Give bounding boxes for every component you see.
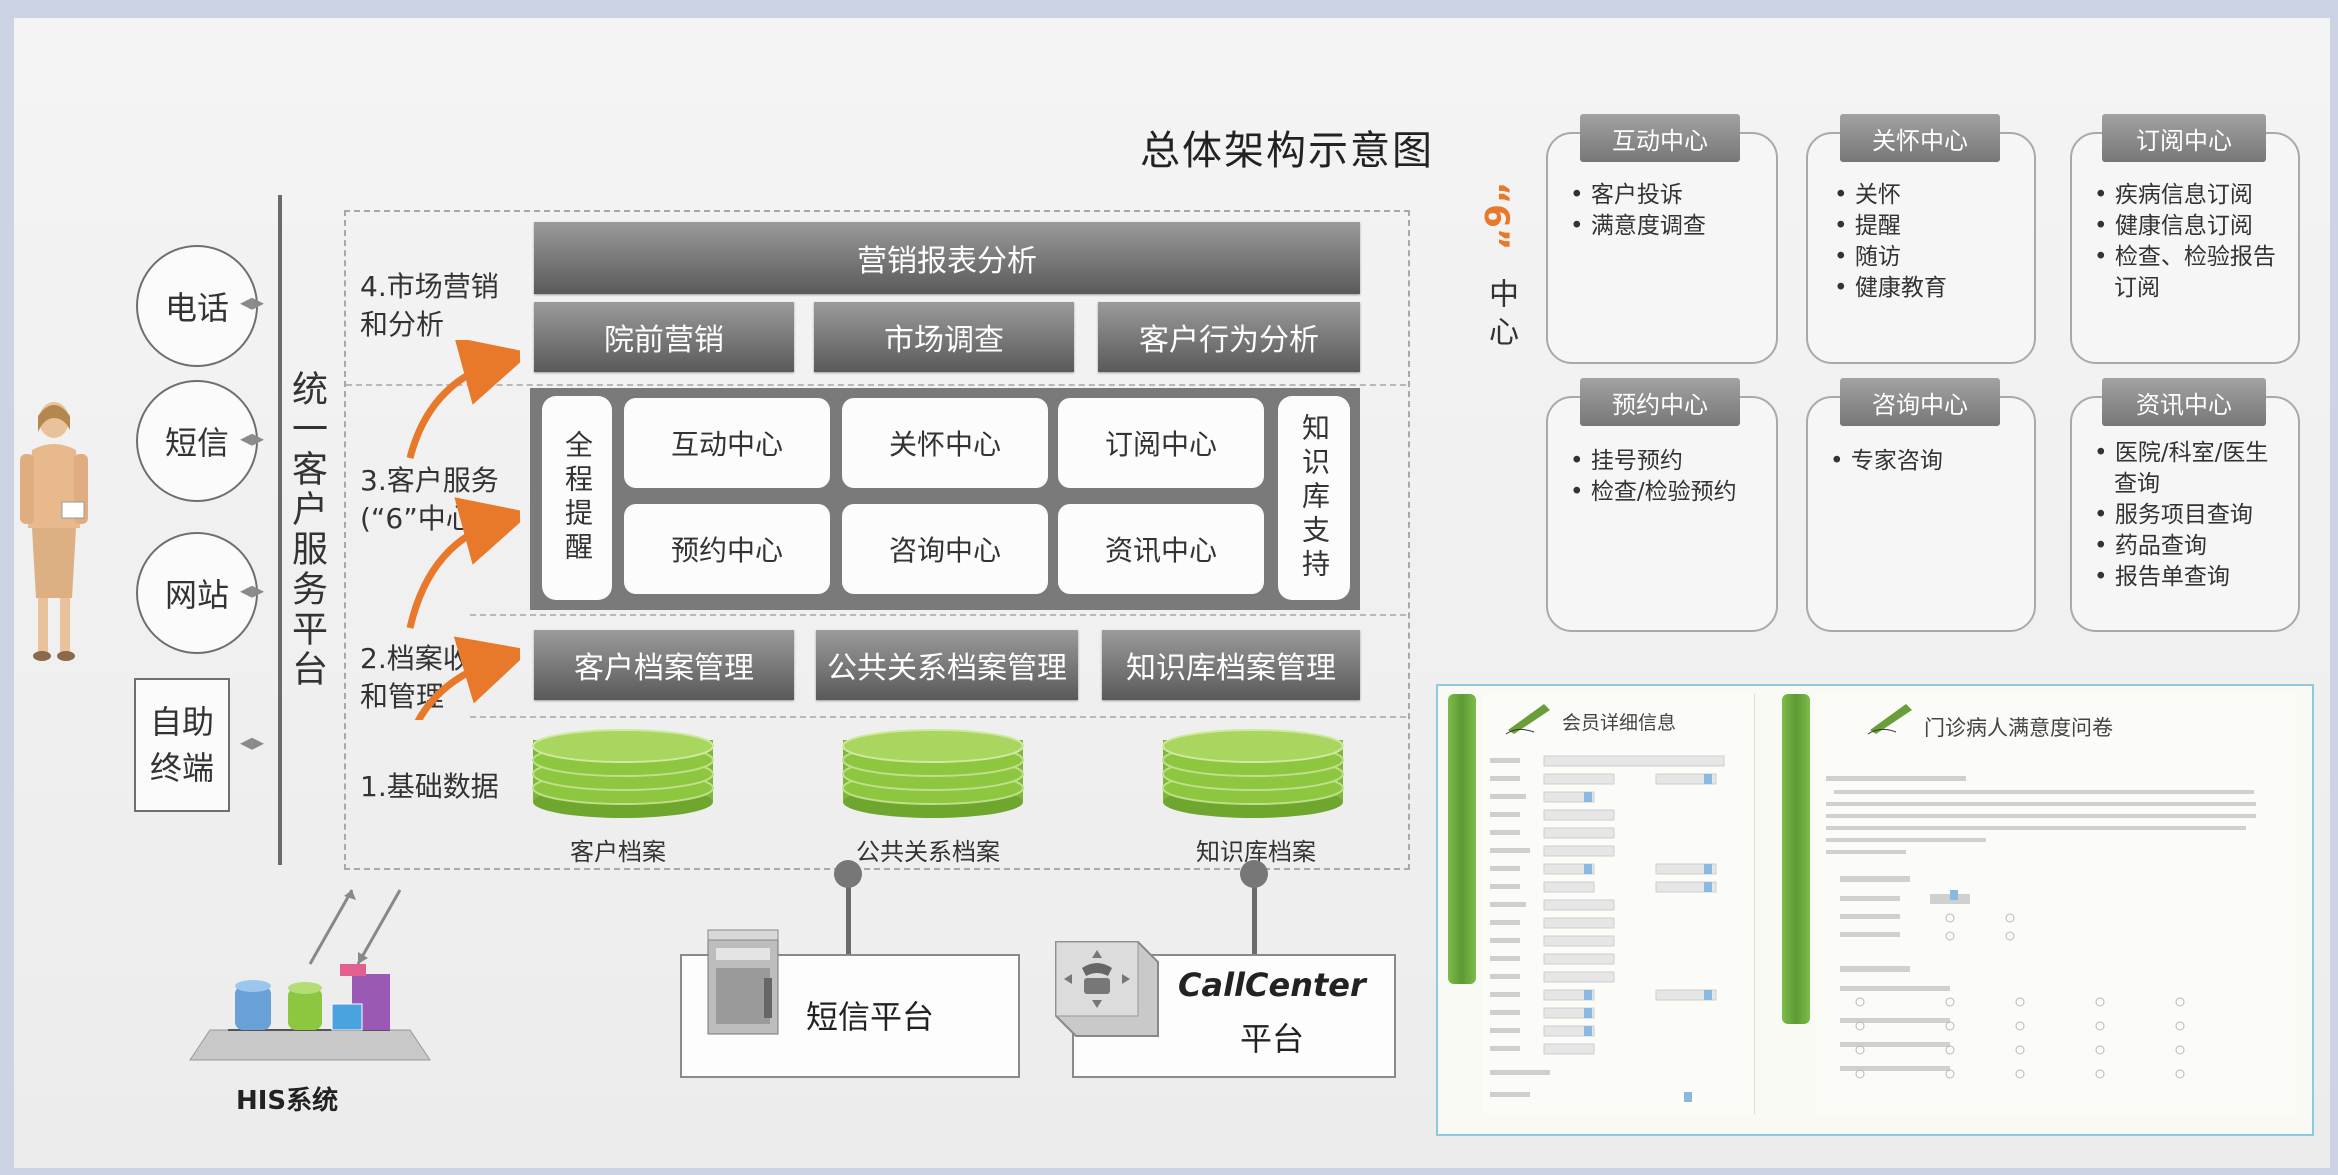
architecture-frame — [344, 210, 1410, 870]
data-exchange-arrows-icon — [308, 889, 402, 965]
db-label-customer: 客户档案 — [570, 838, 666, 866]
center-care: 关怀中心 — [842, 398, 1048, 488]
member-form-fields — [1490, 755, 1725, 1102]
list-item: • 医院/科室/医生查询 — [2094, 440, 2269, 497]
list-item: • 挂号预约 — [1570, 448, 1683, 474]
center-information: 资讯中心 — [1058, 504, 1264, 594]
list-item: • 健康信息订阅 — [2094, 213, 2253, 239]
list-item: • 关怀 — [1834, 182, 1901, 208]
form-sidebar-tab — [1448, 694, 1476, 984]
marketing-sub-pre-hospital: 院前营销 — [534, 302, 794, 372]
survey-form-fields — [1826, 776, 2256, 1079]
db-label-public-relations: 公共关系档案 — [856, 838, 1000, 866]
channel-phone: 电话 — [136, 245, 258, 367]
list-item: • 专家咨询 — [1830, 448, 1943, 474]
layer-separator — [346, 384, 1406, 386]
six-center-quote: “6” — [1476, 181, 1517, 251]
upward-arrow-icon — [406, 497, 520, 629]
connector-node — [1240, 860, 1268, 888]
list-item: • 客户投诉 — [1570, 182, 1683, 208]
six-center-text: 中心 — [1483, 278, 1518, 354]
card-title: 资讯中心 — [2102, 378, 2266, 426]
layer-label-marketing: 4.市场营销 和分析 — [360, 270, 499, 341]
card-items: • 疾病信息订阅 • 健康信息订阅 • 检查、检验报告订阅 — [2090, 180, 2288, 304]
card-consultation — [1806, 396, 2036, 632]
list-item: • 随访 — [1834, 244, 1901, 270]
card-items: • 挂号预约 • 检查/检验预约 — [1566, 446, 1770, 508]
list-item: • 提醒 — [1834, 213, 1901, 239]
connector-line — [1252, 866, 1257, 956]
list-item: • 报告单查询 — [2094, 564, 2230, 590]
list-item: • 药品查询 — [2094, 533, 2207, 559]
list-item: • 疾病信息订阅 — [2094, 182, 2253, 208]
bidirectional-arrow-icon: ◂▸ — [240, 288, 265, 316]
center-appointment: 预约中心 — [624, 504, 830, 594]
card-title: 咨询中心 — [1840, 378, 2000, 426]
customer-person-icon — [20, 402, 88, 661]
pen-icon — [1867, 704, 1912, 735]
layer-label-base-data: 1.基础数据 — [360, 770, 499, 803]
full-reminder-box: 全程提醒 — [542, 396, 612, 600]
upward-arrow-icon — [406, 340, 520, 459]
layer-label-service: 3.客户服务 (“6”中心) — [360, 464, 499, 535]
archive-knowledge-mgmt: 知识库档案管理 — [1102, 630, 1360, 700]
bidirectional-arrow-icon: ◂▸ — [240, 424, 265, 452]
card-title: 订阅中心 — [2102, 114, 2266, 162]
card-title: 关怀中心 — [1840, 114, 2000, 162]
card-subscription — [2070, 132, 2300, 364]
sms-platform-label: 短信平台 — [806, 998, 935, 1036]
card-items: • 客户投诉 • 满意度调查 — [1566, 180, 1766, 242]
database-icon — [1162, 729, 1344, 818]
center-interaction: 互动中心 — [624, 398, 830, 488]
card-appointment — [1546, 396, 1778, 632]
list-item: • 健康教育 — [1834, 275, 1947, 301]
list-item: • 检查/检验预约 — [1570, 479, 1737, 505]
card-items: • 关怀 • 提醒 • 随访 • 健康教育 — [1830, 180, 2026, 304]
card-title: 互动中心 — [1580, 114, 1740, 162]
center-subscription: 订阅中心 — [1058, 398, 1264, 488]
center-consultation: 咨询中心 — [842, 504, 1048, 594]
diagram-title: 总体架构示意图 — [1140, 128, 1434, 174]
archive-public-relations-mgmt: 公共关系档案管理 — [816, 630, 1078, 700]
card-items: • 专家咨询 — [1826, 446, 2026, 477]
channel-sms: 短信 — [136, 380, 258, 502]
knowledge-support-box: 知识库支持 — [1278, 396, 1350, 600]
card-title: 预约中心 — [1580, 378, 1740, 426]
channel-self-service-terminal: 自助 终端 — [134, 678, 230, 812]
upward-arrow-icon — [414, 636, 520, 720]
marketing-sub-behavior: 客户行为分析 — [1098, 302, 1360, 372]
marketing-sub-survey: 市场调查 — [814, 302, 1074, 372]
member-form-title: 会员详细信息 — [1562, 712, 1677, 734]
his-system-label: HIS系统 — [236, 1086, 339, 1116]
list-item: • 服务项目查询 — [2094, 502, 2253, 528]
layer-separator — [470, 614, 1406, 616]
his-system-icon — [189, 964, 431, 1061]
pen-icon — [1505, 704, 1550, 735]
list-item: • 满意度调查 — [1570, 213, 1706, 239]
layer-separator — [470, 716, 1406, 718]
card-items: • 医院/科室/医生查询 • 服务项目查询 • 药品查询 • 报告单查询 — [2090, 438, 2290, 593]
card-interaction — [1546, 132, 1778, 364]
connector-node — [834, 860, 862, 888]
bidirectional-arrow-icon: ◂▸ — [240, 576, 265, 604]
platform-divider — [278, 195, 282, 865]
channel-website: 网站 — [136, 532, 258, 654]
marketing-report-bar: 营销报表分析 — [534, 222, 1360, 294]
server-icon — [707, 929, 779, 1035]
archive-customer-mgmt: 客户档案管理 — [534, 630, 794, 700]
card-care — [1806, 132, 2036, 364]
form-sidebar-tab — [1782, 694, 1810, 1024]
platform-label: 统一客户服务平台 — [286, 370, 327, 690]
survey-form-title: 门诊病人满意度问卷 — [1924, 716, 2113, 740]
bidirectional-arrow-icon: ◂▸ — [240, 728, 265, 756]
connector-line — [846, 866, 851, 956]
list-item: • 检查、检验报告订阅 — [2094, 244, 2276, 301]
database-icon — [842, 729, 1024, 818]
orange-arrows — [406, 340, 520, 720]
callcenter-name: CallCenter — [1178, 966, 1366, 1004]
database-icon — [532, 729, 714, 818]
phone-icon — [1055, 941, 1159, 1037]
callcenter-suffix: 平台 — [1240, 1020, 1305, 1058]
